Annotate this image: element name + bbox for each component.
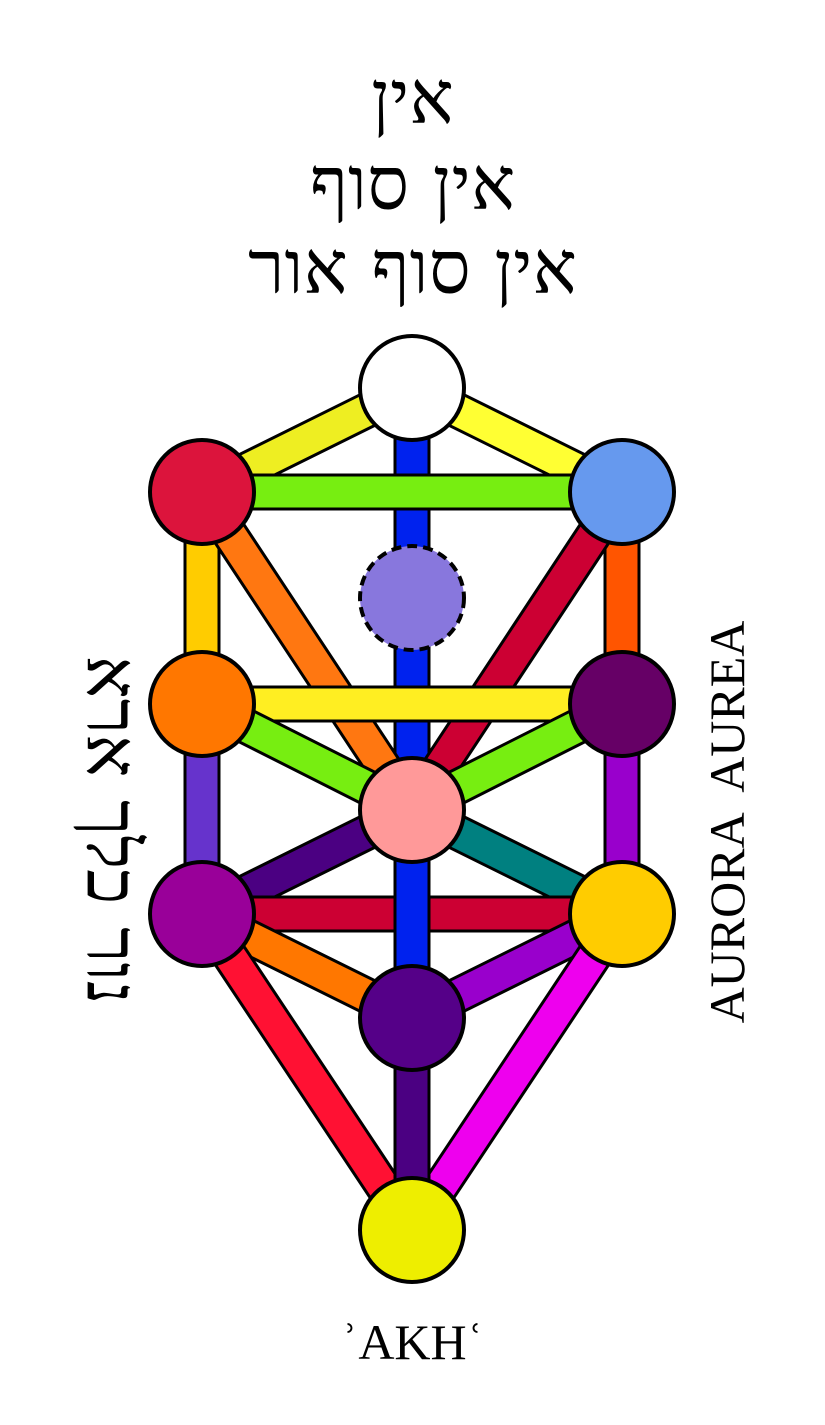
sefirah-hod xyxy=(148,860,256,968)
path-binah-chokhmah xyxy=(200,473,624,511)
sefirah-gevurah xyxy=(148,650,256,758)
sefirah-chokhmah xyxy=(568,438,676,546)
sefirah-keter xyxy=(358,334,466,442)
sefirah-daat xyxy=(358,544,466,652)
sefirah-yesod xyxy=(358,964,466,1072)
right-vertical-text: AURORA AUREA xyxy=(699,620,755,1024)
bottom-label: ʾAKHʿ xyxy=(341,1314,484,1370)
left-vertical-text: נור כלך ארא xyxy=(70,655,155,1005)
sefirah-binah xyxy=(148,438,256,546)
nodes-layer xyxy=(148,334,676,1284)
header-line-3: אין סוף אור xyxy=(248,225,577,311)
sefirah-netzach xyxy=(568,860,676,968)
sefirah-chesed xyxy=(568,650,676,758)
sefirah-malkuth xyxy=(358,1176,466,1284)
header-line-2: אין סוף xyxy=(309,141,516,227)
sefirah-tiferet xyxy=(358,756,466,864)
header-line-1: אין xyxy=(371,55,454,141)
